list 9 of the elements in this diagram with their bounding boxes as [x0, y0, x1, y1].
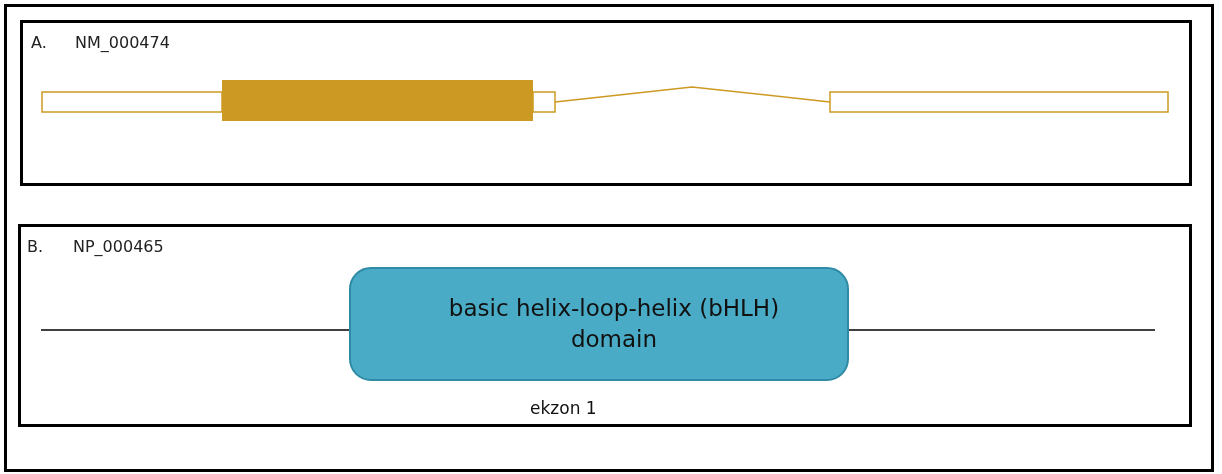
accession-id: NM_000474	[75, 33, 170, 52]
accession-id: NP_000465	[73, 237, 164, 256]
panel-letter: A.	[31, 33, 47, 52]
panel	[20, 20, 1192, 186]
exon-label: ekzon 1	[530, 398, 597, 418]
panel-letter: B.	[27, 237, 44, 256]
panel	[18, 224, 1192, 427]
protein-domain-box	[349, 267, 849, 381]
domain-label: basic helix-loop-helix (bHLH) domain	[447, 293, 781, 354]
